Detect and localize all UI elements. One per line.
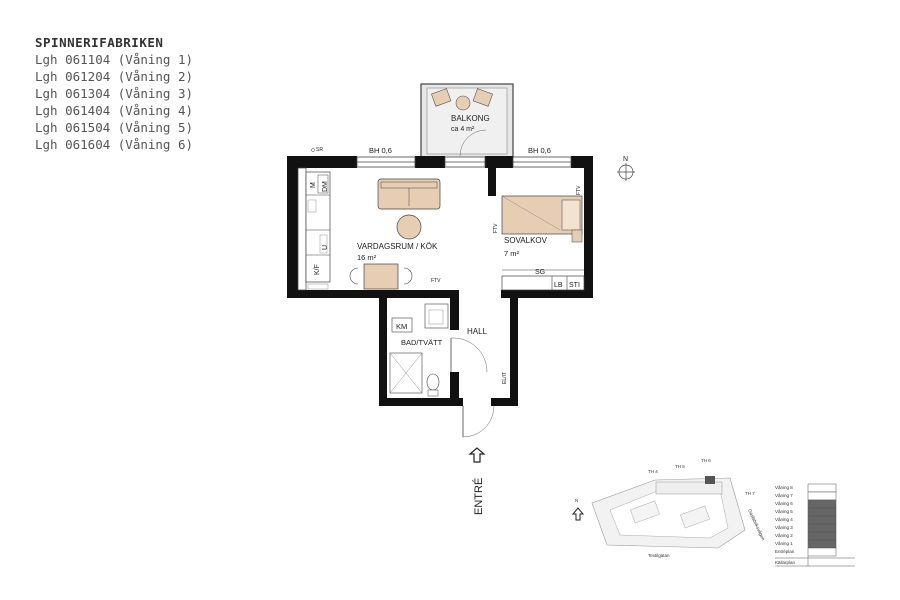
unit-line-5: Lgh 061504 (Våning 5): [35, 120, 194, 135]
entrance-label: ENTRÉ: [472, 478, 485, 515]
th7-label: TH 7: [745, 491, 755, 496]
unit-line-2: Lgh 061204 (Våning 2): [35, 69, 194, 84]
ftv-living: FTV: [431, 278, 441, 284]
key-plan: TH 4 TH 5 TH 6 TH 7 Textilgatan Gasfabri…: [571, 458, 766, 558]
bedroom-name: SOVALKOV: [504, 236, 548, 245]
floor-bar-2: [807, 531, 837, 541]
balcony-chair-left: [431, 88, 452, 107]
sofa: [377, 178, 441, 210]
km-label: KM: [396, 322, 407, 331]
th6-label: TH 6: [701, 458, 711, 463]
floor-label-entre: Entréplan: [775, 549, 795, 554]
walls: [287, 156, 593, 406]
balcony-chair-right: [472, 88, 493, 107]
living-name: VARDAGSRUM / KÖK: [357, 242, 438, 251]
floor-bar-4: [807, 515, 837, 525]
unit-line-4: Lgh 061404 (Våning 4): [35, 103, 194, 118]
unit-line-3: Lgh 061304 (Våning 3): [35, 86, 194, 101]
window-right-label: BH 0,6: [528, 146, 551, 155]
north-label: N: [623, 156, 628, 163]
kitchen-dm: DM: [322, 181, 329, 192]
elcentral-label: EL/IT: [502, 372, 508, 384]
bath-label: BAD/TVÄTT: [401, 338, 443, 347]
living-area: 16 m²: [357, 253, 377, 262]
north-arrow-icon: [617, 163, 635, 181]
floor-label-3: Våning 3: [775, 524, 793, 530]
entrance-arrow-icon: [468, 447, 486, 463]
dining-table: [349, 263, 413, 290]
window-left-label: BH 0,6: [369, 146, 392, 155]
floor-label-1: Våning 1: [775, 540, 793, 546]
project-name: SPINNERIFABRIKEN: [35, 35, 164, 50]
sg-label: SG: [535, 269, 545, 276]
windows: [356, 156, 572, 168]
floor-label-8: Våning 8: [775, 484, 793, 490]
unit-line-6: Lgh 061604 (Våning 6): [35, 137, 194, 152]
balcony-name: BALKONG: [451, 114, 490, 123]
key-north-label: N: [575, 498, 578, 503]
floor-label-5: Våning 5: [775, 508, 793, 514]
bedroom-area: 7 m²: [504, 249, 520, 258]
lb-label: LB: [554, 282, 563, 289]
floor-bar-6: [807, 499, 837, 509]
floor-label-4: Våning 4: [775, 516, 793, 522]
floor-bar-5: [807, 507, 837, 517]
street-right: Gasfabriksvägen: [747, 508, 766, 541]
coffee-table: [396, 214, 422, 240]
project-header: SPINNERIFABRIKEN Lgh 061104 (Våning 1) L…: [35, 34, 193, 153]
bed: [501, 195, 583, 243]
balcony-area: ca 4 m²: [451, 126, 475, 133]
floor-label-6: Våning 6: [775, 500, 793, 506]
th4-label: TH 4: [648, 469, 658, 474]
floor-label-2: Våning 2: [775, 532, 793, 538]
balcony: BALKONG ca 4 m²: [420, 83, 514, 159]
bathroom: [387, 298, 488, 398]
unit-line-1: Lgh 061104 (Våning 1): [35, 52, 194, 67]
street-bottom: Textilgatan: [648, 553, 670, 558]
balcony-table: [455, 95, 471, 111]
ftv-bedroom-right: FTV: [576, 185, 582, 195]
wardrobe: [501, 269, 585, 291]
kitchen-u: U: [322, 245, 329, 250]
key-north-arrow-icon: [571, 507, 585, 521]
sti-label: STI: [569, 282, 580, 289]
key-plan-highlight: [705, 476, 715, 484]
kitchen-kf: K/F: [314, 264, 321, 275]
floor-bar-1: [807, 539, 837, 549]
sr-label: SR: [316, 147, 323, 153]
ftv-bedroom-left: FTV: [493, 223, 499, 233]
floor-label-kallar: Källarplan: [775, 560, 796, 565]
kitchen-m: M: [310, 182, 317, 188]
entrance-door: [462, 405, 495, 438]
th5-label: TH 5: [675, 464, 685, 469]
floor-indicator: Våning 8 Våning 7 Våning 6 Våning 5 Våni…: [775, 483, 855, 567]
floor-label-7: Våning 7: [775, 492, 793, 498]
kitchen: M DM U K/F: [297, 167, 331, 291]
hall-label: HALL: [467, 327, 488, 336]
floor-bar-3: [807, 523, 837, 533]
